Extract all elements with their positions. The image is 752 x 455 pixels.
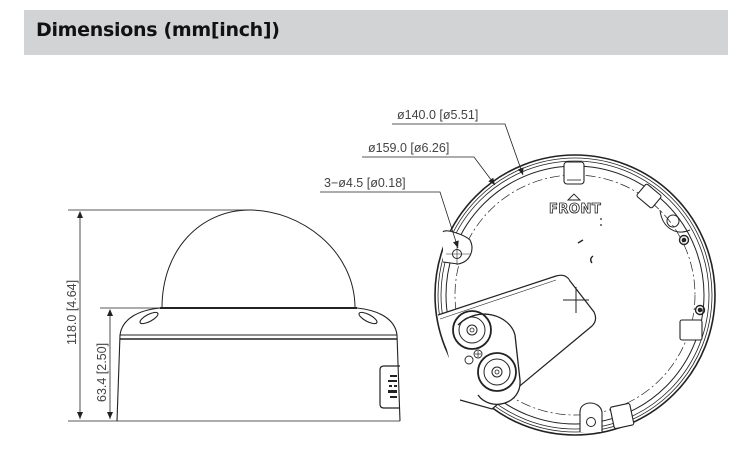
connector-panel-icon <box>388 375 397 398</box>
callout-leaders <box>320 123 524 249</box>
side-view <box>68 209 401 422</box>
callout-diameter-159: ø159.0 [ø6.26] <box>368 141 449 155</box>
bottom-view <box>434 154 716 436</box>
section-header: Dimensions (mm[inch]) <box>24 10 728 55</box>
callout-diameter-140: ø140.0 [ø5.51] <box>397 108 478 122</box>
total-height-label: 118.0 [4.64] <box>65 280 79 345</box>
base-height-label: 63.4 [2.50] <box>95 343 109 402</box>
section-title: Dimensions (mm[inch]) <box>36 19 280 41</box>
front-marker-label: FRONT <box>549 202 601 217</box>
callout-mounting-holes: 3−ø4.5 [ø0.18] <box>324 176 406 190</box>
